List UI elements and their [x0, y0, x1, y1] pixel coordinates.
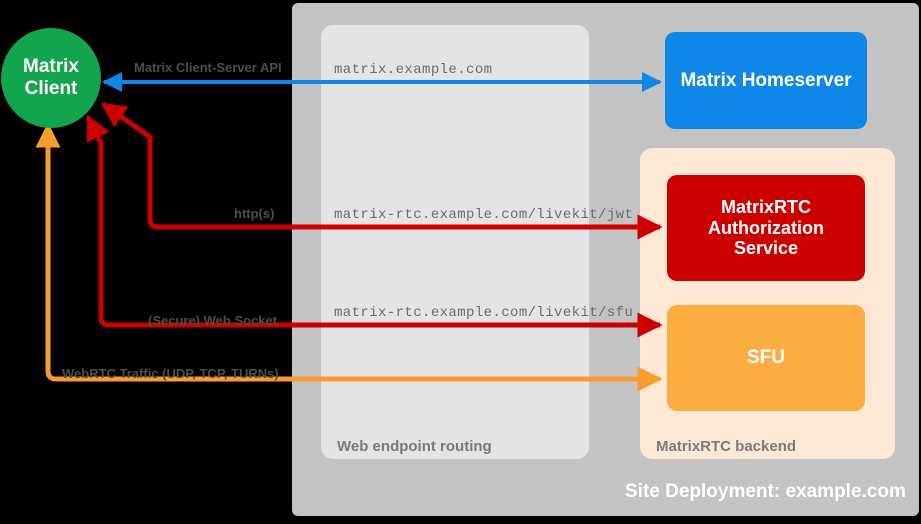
- node-matrix-homeserver[interactable]: [665, 32, 867, 129]
- node-matrixrtc-auth-label-line-1: MatrixRTC: [720, 196, 811, 217]
- node-matrixrtc-authorization-service[interactable]: [667, 175, 865, 281]
- node-matrixrtc-auth-label-line-2: Authorization: [708, 217, 824, 238]
- node-matrix-client[interactable]: [1, 28, 101, 128]
- node-matrix-homeserver-label-box[interactable]: Matrix Homeserver: [665, 32, 867, 129]
- node-sfu-label-box[interactable]: SFU: [667, 305, 865, 411]
- node-sfu[interactable]: [667, 305, 865, 411]
- node-matrix-client-label-line-2: Client: [24, 78, 78, 99]
- node-sfu-label: SFU: [747, 347, 785, 369]
- node-matrix-client-label-box[interactable]: Matrix Client: [1, 28, 101, 128]
- container-web-endpoint-routing: [321, 25, 589, 459]
- node-matrix-client-label-line-1: Matrix: [23, 56, 79, 78]
- node-matrixrtc-auth-label-box[interactable]: MatrixRTC Authorization Service: [667, 175, 865, 281]
- connection-webrtc: [35, 122, 663, 392]
- node-matrix-homeserver-label: Matrix Homeserver: [680, 69, 852, 91]
- node-matrixrtc-auth-label-line-3: Service: [733, 238, 799, 259]
